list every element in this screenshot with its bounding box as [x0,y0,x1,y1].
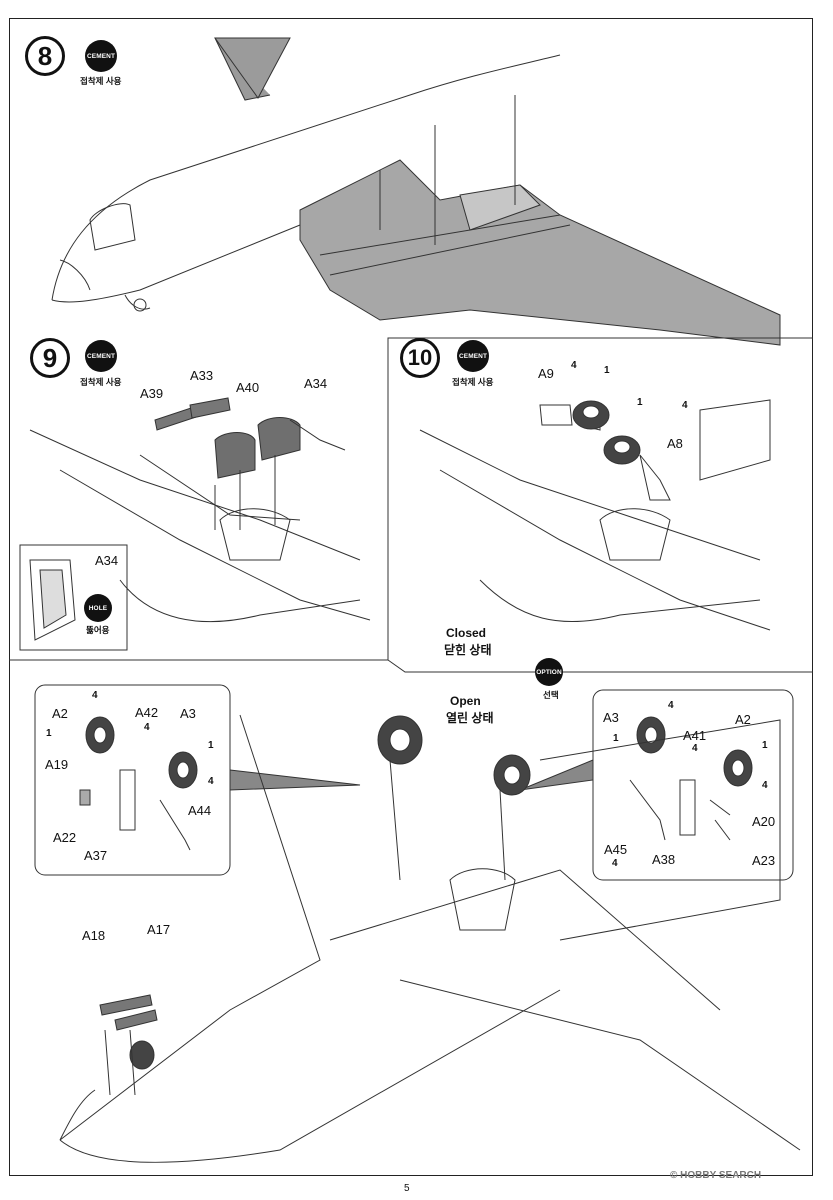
part-label: A9 [538,366,554,381]
closed-state-label: Closed [446,626,487,640]
cement-label-kor: 접착제 사용 [80,377,122,387]
quantity-marker: 1 [762,740,768,751]
quantity-marker: 1 [604,365,610,376]
part-label: A34 [304,376,328,391]
cement-badge: CEMENT [457,340,489,372]
open-state-label: Open [450,694,481,708]
page-number: 5 [404,1183,410,1194]
option-badge: OPTION [535,658,563,686]
closed-state-label-kor: 닫힌 상태 [444,643,492,657]
hole-label-kor: 뚫어용 [86,625,110,635]
hole-badge: HOLE [84,594,112,622]
part-label: A33 [190,368,214,383]
part-label: A18 [82,928,106,943]
part-label: A3 [603,710,619,725]
part-label: A23 [752,853,776,868]
part-label: A22 [53,830,77,845]
quantity-marker: 4 [92,690,98,701]
part-label: A20 [752,814,776,829]
inset-part-label: A34 [95,553,119,568]
part-label: A3 [180,706,196,721]
open-state-label-kor: 열린 상태 [446,711,494,725]
part-label: A45 [604,842,628,857]
cement-label-kor: 접착제 사용 [452,377,494,387]
quantity-marker: 4 [682,400,688,411]
part-label: A39 [140,386,164,401]
part-label: A2 [735,712,751,727]
part-label: A17 [147,922,171,937]
quantity-marker: 4 [144,722,150,733]
part-label: A42 [135,705,159,720]
part-label: A8 [667,436,683,451]
quantity-marker: 4 [692,743,698,754]
quantity-marker: 4 [612,858,618,869]
part-label: A40 [236,380,260,395]
step-10-number: 10 [400,338,440,378]
quantity-marker: 1 [613,733,619,744]
quantity-marker: 4 [762,780,768,791]
option-label-kor: 선택 [543,690,559,700]
quantity-marker: 1 [46,728,52,739]
quantity-marker: 4 [571,360,577,371]
cement-badge: CEMENT [85,340,117,372]
part-label: A41 [683,728,707,743]
part-label: A37 [84,848,108,863]
quantity-marker: 1 [637,397,643,408]
part-label: A19 [45,757,69,772]
step-8-number: 8 [25,36,65,76]
part-label: A38 [652,852,676,867]
cement-badge: CEMENT [85,40,117,72]
quantity-marker: 4 [668,700,674,711]
quantity-marker: 1 [208,740,214,751]
step-9-number: 9 [30,338,70,378]
quantity-marker: 4 [208,776,214,787]
watermark: © HOBBY SEARCH [670,1170,762,1181]
part-label: A44 [188,803,212,818]
page-frame [9,18,813,1176]
cement-label-kor: 접착제 사용 [80,76,122,86]
part-label: A2 [52,706,68,721]
